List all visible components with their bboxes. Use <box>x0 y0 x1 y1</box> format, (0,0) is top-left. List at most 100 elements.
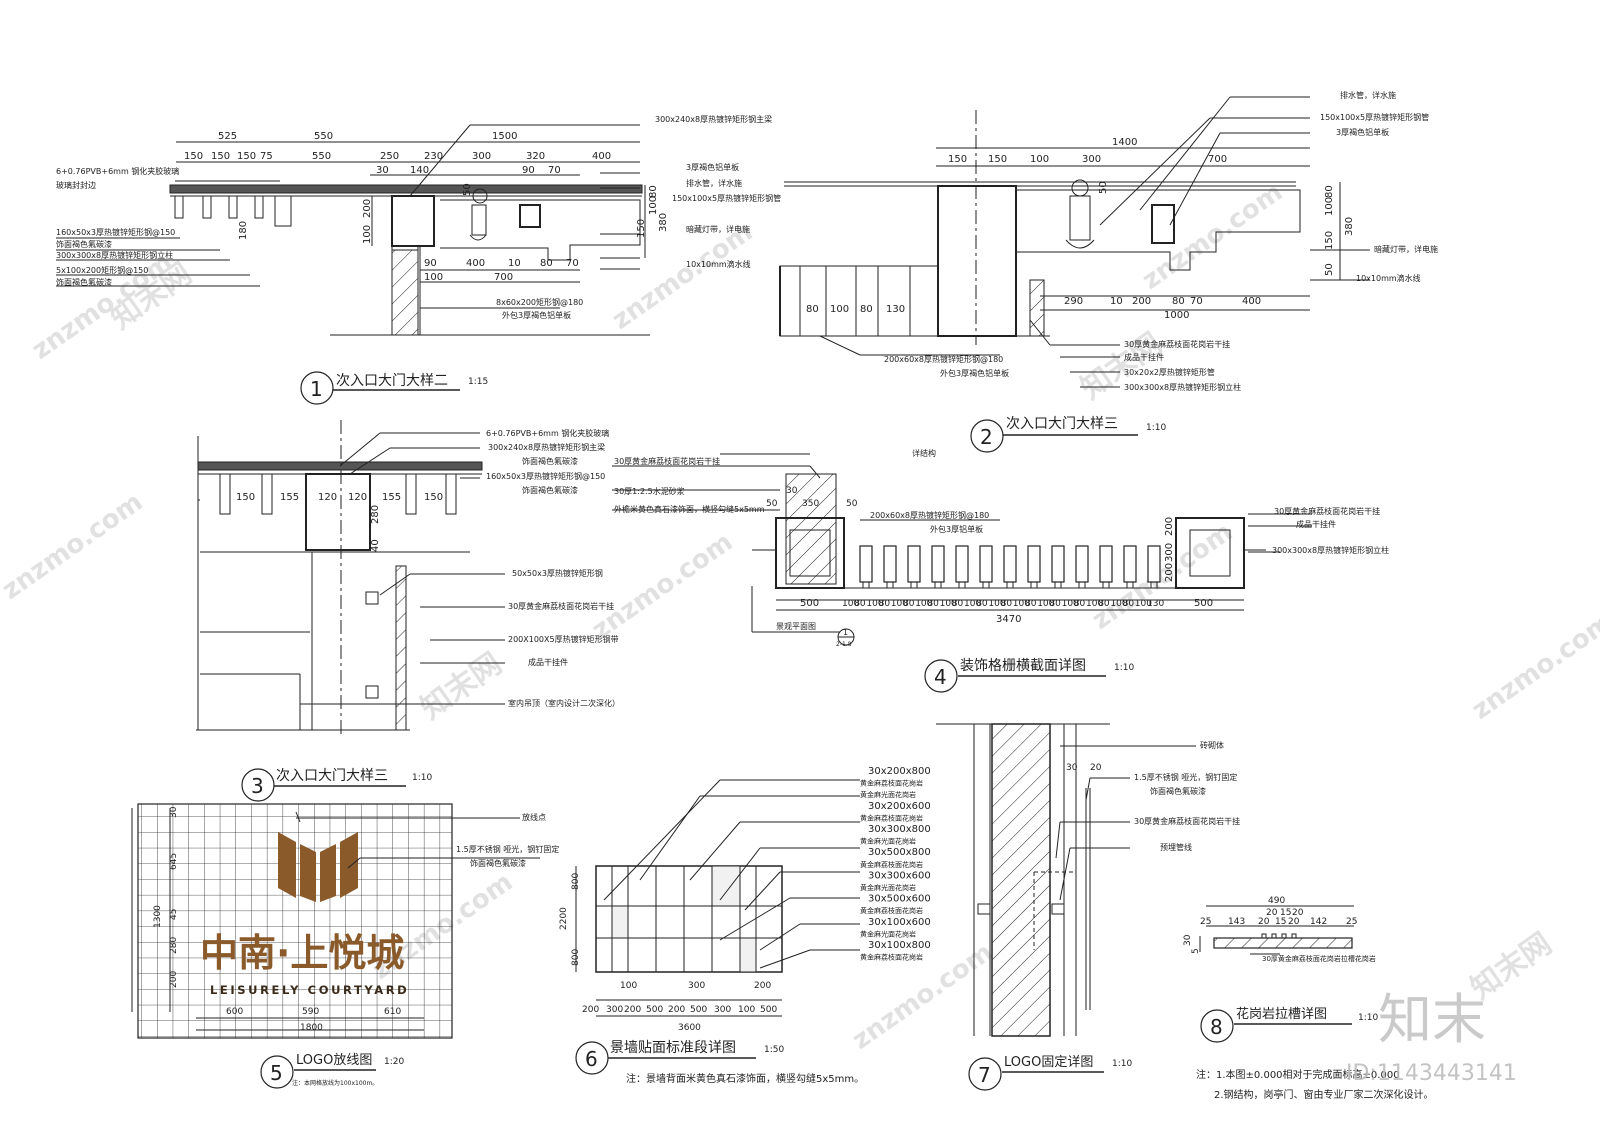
detail-2-drawing <box>779 96 1370 388</box>
dim-label: 80 <box>1324 185 1335 198</box>
dim-label: 150 <box>1324 231 1335 250</box>
dim-label: 100 <box>940 599 957 609</box>
dim-label: 80 <box>1074 599 1086 609</box>
detail-title: 装饰格栅横截面详图 <box>960 658 1086 674</box>
callout-label: 排水管，详水施 <box>1340 90 1396 100</box>
detail-4-title: 4 装饰格栅横截面详图 1:10 <box>924 658 1134 693</box>
detail-title: 景墙贴面标准段详图 <box>610 1040 736 1056</box>
callout-label: 饰面褐色氟碳漆 <box>522 485 578 495</box>
dim-label: 280 <box>169 937 179 954</box>
callout-label: 5x100x200矩形钢@150 <box>56 265 148 275</box>
dim-label: 645 <box>169 853 179 870</box>
detail-number: 8 <box>1210 1015 1223 1039</box>
detail-scale: 1:10 <box>1146 423 1166 433</box>
stone-size-label: 30x500x600 <box>868 894 931 905</box>
grille-bar <box>1051 545 1065 583</box>
dim-label: 400 <box>1242 296 1261 307</box>
dim-label: 800 <box>571 873 581 890</box>
dim-label: 100 <box>866 599 883 609</box>
grille-bar <box>955 545 969 583</box>
callout-label: 50x50x3厚热镀锌矩形钢 <box>512 568 603 578</box>
dim-label: 20 <box>1258 917 1270 927</box>
grille-bar-foot <box>1126 582 1134 589</box>
watermark-text: znzmo.com <box>1467 607 1600 726</box>
dim-label: 1300 <box>153 905 163 928</box>
callout-label: 6+0.76PVB+6mm 钢化夹胶玻璃 <box>486 428 609 438</box>
dim-label: 150 <box>236 492 255 503</box>
detail-number: 2 <box>980 425 993 449</box>
dim-label: 100 <box>1135 599 1152 609</box>
callout-label: 暗藏灯带，详电施 <box>1374 244 1438 254</box>
callout-label: 200x60x8厚热镀锌矩形钢@180 <box>870 510 989 520</box>
dim-label: 100 <box>648 196 659 215</box>
callout-label: 30厚黄金麻荔枝面花岗岩干挂 <box>508 601 614 611</box>
callout-label: 成品干挂件 <box>1124 352 1164 362</box>
callout-label: 室内吊顶（室内设计二次深化） <box>508 698 620 708</box>
dim-label: 100 <box>891 599 908 609</box>
dim-label: 500 <box>646 1005 663 1015</box>
detail-title: LOGO放线图 <box>296 1053 372 1068</box>
stone-size-label: 30x200x800 <box>868 766 931 777</box>
dim-label: 100 <box>1037 599 1054 609</box>
dim-label: 155 <box>280 492 299 503</box>
dim-label: 1800 <box>300 1023 323 1033</box>
callout-label: 150x100x5厚热镀锌矩形钢管 <box>672 193 781 203</box>
detail-5-drawing <box>131 803 540 1039</box>
detail-scale: 1:20 <box>384 1057 404 1067</box>
dim-label: 100 <box>842 599 859 609</box>
grille-bar-foot <box>862 582 870 589</box>
dim-label: 100 <box>1030 154 1049 165</box>
dim-label: 100 <box>915 599 932 609</box>
callout-label: 160x50x3厚热镀锌矩形钢@150 <box>56 227 175 237</box>
ref-number: 1 <box>843 628 848 637</box>
dim-label: 50 <box>846 499 858 509</box>
detail-5-text: 中南·上悦城 LEISURELY COURTYARD 30 645 45 280… <box>153 806 559 1033</box>
watermark-text: 知末网 <box>415 646 509 726</box>
dim-label: 70 <box>548 165 561 176</box>
dim-label: 320 <box>526 151 545 162</box>
detail-number: 5 <box>270 1061 283 1085</box>
detail-4-text: 30 50 350 50 200 300 200 500 500 3470 1 … <box>614 448 1389 648</box>
dim-label: 30 <box>376 165 389 176</box>
dim-label: 1500 <box>492 131 517 142</box>
grille-bar-foot <box>934 582 942 589</box>
dim-label: 500 <box>690 1005 707 1015</box>
callout-label: 景观平面图 <box>776 622 816 631</box>
logo-title-cn: 中南·上悦城 <box>200 931 404 975</box>
callout-label: 暗藏灯带，详电施 <box>686 224 750 234</box>
dim-label: 550 <box>312 151 331 162</box>
detail-number: 3 <box>251 774 264 798</box>
dim-label: 100 <box>964 599 981 609</box>
detail-scale: 1:10 <box>412 773 432 783</box>
dim-label: 2200 <box>559 907 569 930</box>
detail-scale: 1:10 <box>1358 1013 1378 1023</box>
dim-label: 50 <box>1324 263 1335 276</box>
dim-label: 30 <box>169 806 179 818</box>
ref-sheet: 2-1.8 <box>836 641 852 648</box>
dim-label: 400 <box>466 258 485 269</box>
dim-label: 15 <box>1280 908 1291 918</box>
stone-size-label: 30x300x800 <box>868 824 931 835</box>
dim-label: 300 <box>714 1005 731 1015</box>
dim-label: 80 <box>860 304 873 315</box>
general-note: 2.钢结构，岗亭门、窗由专业厂家二次深化设计。 <box>1214 1088 1434 1101</box>
dim-label: 590 <box>302 1007 319 1017</box>
callout-label: 饰面褐色氟碳漆 <box>1150 786 1206 796</box>
grille-bar <box>883 545 897 583</box>
grille-bar <box>931 545 945 583</box>
dim-label: 142 <box>1310 917 1327 927</box>
callout-label: 300x240x8厚热镀锌矩形钢主梁 <box>488 442 605 452</box>
callout-label: 300x240x8厚热镀锌矩形钢主梁 <box>655 114 772 124</box>
detail-6-drawing <box>575 779 860 1017</box>
detail-7-text: 30 20 砖砌体 1.5厚不锈钢 哑光，钢钉固定 饰面褐色氟碳漆 30厚黄金麻… <box>1066 740 1240 852</box>
grille-bar <box>907 545 921 583</box>
watermark-text: znzmo.com <box>1137 177 1289 296</box>
callout-label: 成品干挂件 <box>1296 519 1336 529</box>
grille-bar <box>1027 545 1041 583</box>
callout-label: 10x10mm滴水线 <box>686 259 751 269</box>
stone-type-label: 黄金麻荔枝面花岗岩 <box>860 813 923 822</box>
detail-scale: 1:10 <box>1114 663 1134 673</box>
grille-bar-foot <box>1030 582 1038 589</box>
detail-scale: 1:15 <box>468 377 488 387</box>
